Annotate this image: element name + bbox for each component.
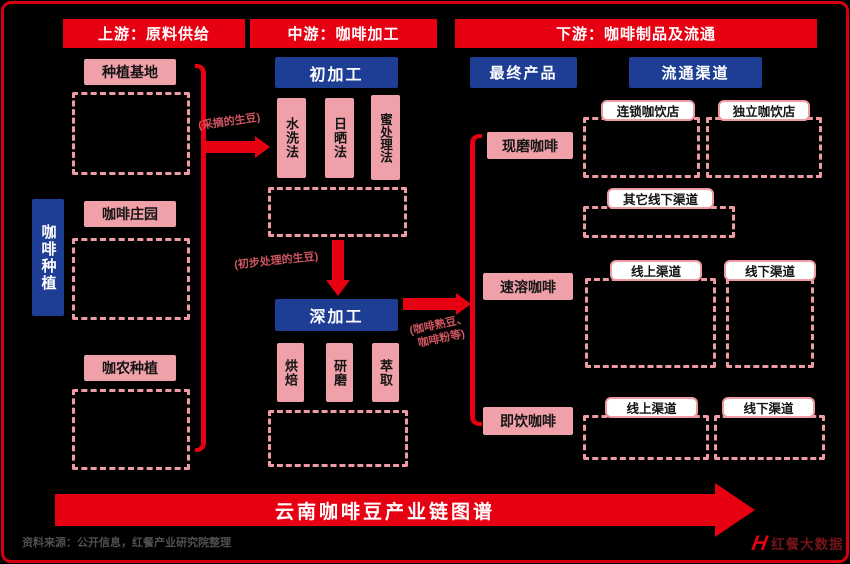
channel-offline-instant-box bbox=[726, 278, 814, 368]
channel-chain-cafe-box bbox=[583, 117, 700, 178]
brand-logo: H 红餐大数据 bbox=[749, 531, 844, 555]
product-ready-to-drink: 即饮咖啡 bbox=[483, 407, 573, 435]
left-collector-bracket bbox=[195, 64, 206, 452]
arrow-deep-to-products bbox=[403, 293, 471, 315]
channel-offline-instant: 线下渠道 bbox=[724, 260, 816, 281]
distribution-channels-header: 流通渠道 bbox=[629, 57, 762, 88]
product-instant: 速溶咖啡 bbox=[483, 273, 573, 300]
farmer-planting-label: 咖农种植 bbox=[84, 355, 176, 381]
diagram-title: 云南咖啡豆产业链图谱 bbox=[274, 501, 495, 523]
planting-base-box bbox=[72, 92, 190, 175]
channel-chain-cafe: 连锁咖饮店 bbox=[601, 100, 695, 121]
farmer-planting-box bbox=[72, 389, 190, 470]
channel-online-instant: 线上渠道 bbox=[610, 260, 702, 281]
coffee-estate-box bbox=[72, 238, 190, 320]
side-label-text: 咖啡种植 bbox=[39, 223, 57, 292]
banner-upstream: 上游：原料供给 bbox=[63, 19, 245, 48]
arrow-shaft bbox=[403, 298, 456, 310]
channel-online-instant-box bbox=[585, 278, 716, 368]
right-distributor-bracket bbox=[470, 134, 482, 426]
bottom-arrow-shaft: 云南咖啡豆产业链图谱 bbox=[55, 494, 715, 526]
method-grinding: 研磨 bbox=[326, 343, 353, 402]
planting-base-label: 种植基地 bbox=[84, 59, 176, 85]
bottom-arrow-head-icon bbox=[715, 483, 755, 537]
deep-output-box bbox=[268, 410, 408, 467]
channel-other-offline: 其它线下渠道 bbox=[607, 188, 714, 209]
logo-text: 红餐大数据 bbox=[771, 537, 844, 552]
arrow-shaft bbox=[206, 141, 255, 153]
channel-independent-cafe-box bbox=[706, 117, 822, 178]
arrow-shaft bbox=[332, 240, 344, 280]
method-sundried: 日晒法 bbox=[325, 98, 354, 178]
coffee-estate-label: 咖啡庄园 bbox=[84, 201, 176, 227]
bottom-title-arrow: 云南咖啡豆产业链图谱 bbox=[55, 483, 755, 537]
primary-output-box bbox=[268, 187, 407, 237]
channel-independent-cafe: 独立咖饮店 bbox=[718, 100, 810, 121]
final-products-header: 最终产品 bbox=[470, 57, 577, 88]
primary-processing-header: 初加工 bbox=[275, 57, 398, 88]
channel-offline-rtd-box bbox=[714, 415, 825, 460]
channel-other-offline-box bbox=[583, 206, 735, 238]
banner-midstream: 中游：咖啡加工 bbox=[250, 19, 437, 48]
note-picked-beans: (采摘的生豆) bbox=[197, 111, 261, 133]
deep-processing-header: 深加工 bbox=[275, 299, 398, 331]
method-honey: 蜜处理法 bbox=[371, 95, 400, 180]
note-roasted-beans: (咖啡熟豆、 咖啡粉等) bbox=[408, 313, 469, 350]
arrow-head-icon bbox=[326, 280, 350, 296]
channel-offline-rtd: 线下渠道 bbox=[722, 397, 815, 418]
method-extraction: 萃取 bbox=[372, 343, 399, 402]
arrow-head-icon bbox=[456, 293, 471, 315]
arrow-primary-to-deep bbox=[325, 240, 351, 296]
note-preprocessed-beans: (初步处理的生豆) bbox=[233, 250, 319, 272]
channel-online-rtd: 线上渠道 bbox=[605, 397, 698, 418]
method-roasting: 烘焙 bbox=[277, 343, 304, 402]
channel-online-rtd-box bbox=[583, 415, 709, 460]
source-note: 资料来源：公开信息，红餐产业研究院整理 bbox=[22, 537, 231, 549]
arrow-head-icon bbox=[255, 136, 270, 158]
banner-downstream: 下游：咖啡制品及流通 bbox=[455, 19, 817, 48]
method-washed: 水洗法 bbox=[277, 98, 306, 178]
arrow-planting-to-primary bbox=[206, 136, 270, 158]
product-fresh-ground: 现磨咖啡 bbox=[487, 132, 573, 159]
logo-h-icon: H bbox=[749, 531, 770, 555]
side-label-coffee-planting: 咖啡种植 bbox=[32, 199, 64, 316]
